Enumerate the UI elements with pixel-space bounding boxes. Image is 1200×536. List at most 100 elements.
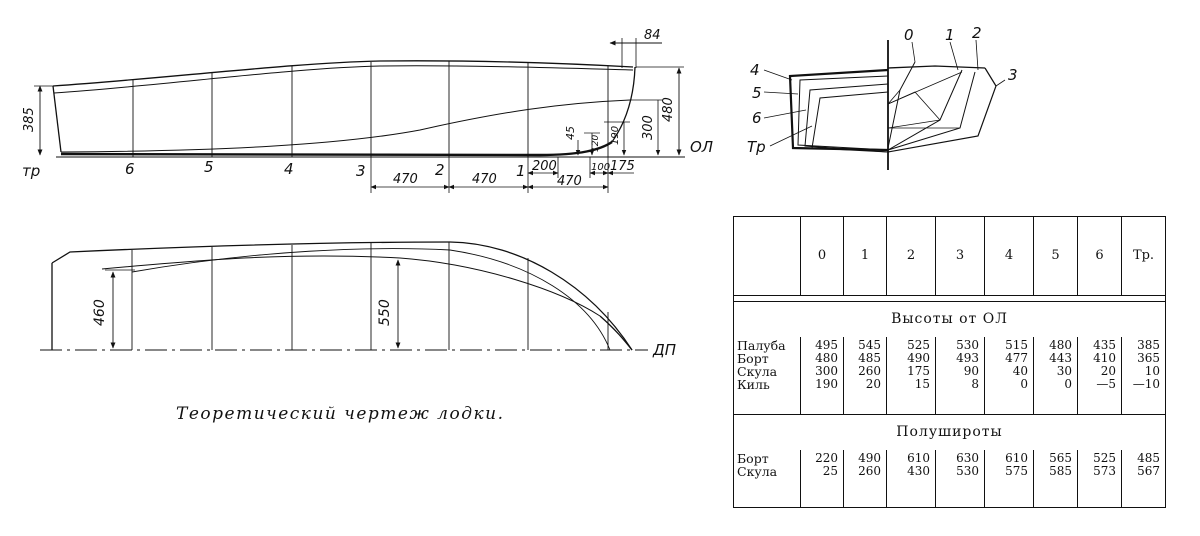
heights-row-labels: Палуба Борт Скула Киль	[734, 337, 801, 414]
figure-caption: Теоретический чертеж лодки.	[176, 404, 505, 424]
plan-station-lines	[131, 242, 609, 350]
section-label-2: 2	[972, 24, 982, 42]
section-4	[811, 91, 889, 153]
station-spacing-470-c: 470	[557, 174, 582, 189]
section-label-5: 5	[752, 84, 762, 102]
plan-chine-line	[131, 248, 611, 351]
transom-line	[52, 85, 62, 153]
stem-300-dim: 300	[641, 115, 656, 140]
halfbreadths-title: Полуширoты	[733, 413, 1166, 451]
section-5	[804, 83, 889, 153]
spacing-175: 175	[610, 159, 635, 174]
row-label-deck: Палуба	[737, 338, 786, 353]
row-label-hb-chine: Скула	[737, 464, 778, 480]
deck-sheer-line	[52, 60, 634, 87]
col-header-6: 6	[1077, 216, 1122, 296]
station-label-6: 6	[125, 160, 135, 178]
heights-title: Высоты от ОЛ	[891, 311, 1008, 328]
section-1	[887, 69, 963, 151]
plan-deck-outline	[51, 241, 633, 351]
spacing-100: 100	[591, 162, 610, 173]
col-header-1: 1	[843, 216, 887, 296]
section-0	[887, 61, 916, 149]
section-6	[797, 75, 889, 151]
body-plan-view	[763, 39, 1006, 170]
station-label-4: 4	[284, 160, 294, 178]
section-label-4: 4	[750, 61, 760, 79]
centerline-label: ДП	[652, 341, 676, 359]
plan-view-labels: 460 550 ДП	[92, 299, 676, 359]
station-label-5: 5	[204, 158, 214, 176]
transom-height-dim: 385	[22, 107, 37, 132]
chine-line	[60, 99, 631, 153]
station-label-2: 2	[435, 161, 445, 179]
section-3	[887, 67, 997, 153]
row-label-side: Борт	[737, 351, 769, 366]
dim-120: 120	[591, 135, 601, 152]
section-label-6: 6	[752, 109, 762, 127]
stem-line	[611, 66, 636, 143]
section-label-0: 0	[904, 26, 914, 44]
halfbreadths-section-header: Полуширoты	[733, 413, 1166, 451]
heights-section-header: Высоты от ОЛ	[734, 301, 1166, 337]
dim-550: 550	[377, 299, 393, 326]
side-sheer-line	[53, 65, 634, 94]
offsets-table: 0 1 2 3 4 5 6 Тр. Высоты от ОЛ Палуба Бо…	[733, 216, 1166, 508]
body-deck-line	[887, 65, 986, 69]
station-dim-chain	[370, 157, 634, 193]
row-label-keel: Киль	[737, 377, 770, 392]
table-corner-cell	[734, 217, 801, 296]
halfbreadths-row-labels: Борт Скула	[734, 450, 801, 507]
plan-view	[40, 241, 648, 351]
station-label-1: 1	[516, 162, 526, 180]
side-profile-labels: тр 6 5 4 3 2 1 ОЛ 385 480 84 300 190 120…	[22, 28, 713, 189]
baseline-label: ОЛ	[690, 138, 713, 156]
bow-overhang-dim: 84	[644, 28, 661, 43]
plan-side-outline	[101, 255, 601, 317]
dim-460: 460	[92, 299, 108, 326]
table-header-row: 0 1 2 3 4 5 6 Тр.	[734, 216, 1166, 296]
station-spacing-470-b: 470	[472, 172, 497, 187]
section-label-1: 1	[945, 26, 955, 44]
row-label-hb-side: Борт	[737, 451, 769, 467]
dim-45: 45	[564, 126, 577, 140]
section-label-tr: Тр	[747, 138, 766, 156]
side-profile-view	[34, 38, 685, 193]
keel-line	[60, 140, 613, 157]
spacing-200: 200	[532, 159, 557, 174]
row-label-chine: Скула	[737, 364, 778, 379]
station-lines	[132, 61, 609, 157]
col-header-3: 3	[935, 216, 985, 296]
plan-bow-curve	[599, 315, 633, 351]
col-header-5: 5	[1033, 216, 1078, 296]
body-plan-labels: 0 1 2 3 4 5 6 Тр	[747, 24, 1018, 156]
col-header-tr: Тр.	[1121, 216, 1166, 296]
col-header-0: 0	[800, 216, 844, 296]
col-header-2: 2	[886, 216, 936, 296]
col-header-4: 4	[984, 216, 1034, 296]
station-spacing-470-a: 470	[393, 172, 418, 187]
dim-190: 190	[610, 126, 621, 145]
bow-height-dim: 480	[661, 97, 676, 122]
station-label-3: 3	[356, 162, 366, 180]
section-label-3: 3	[1008, 66, 1018, 84]
